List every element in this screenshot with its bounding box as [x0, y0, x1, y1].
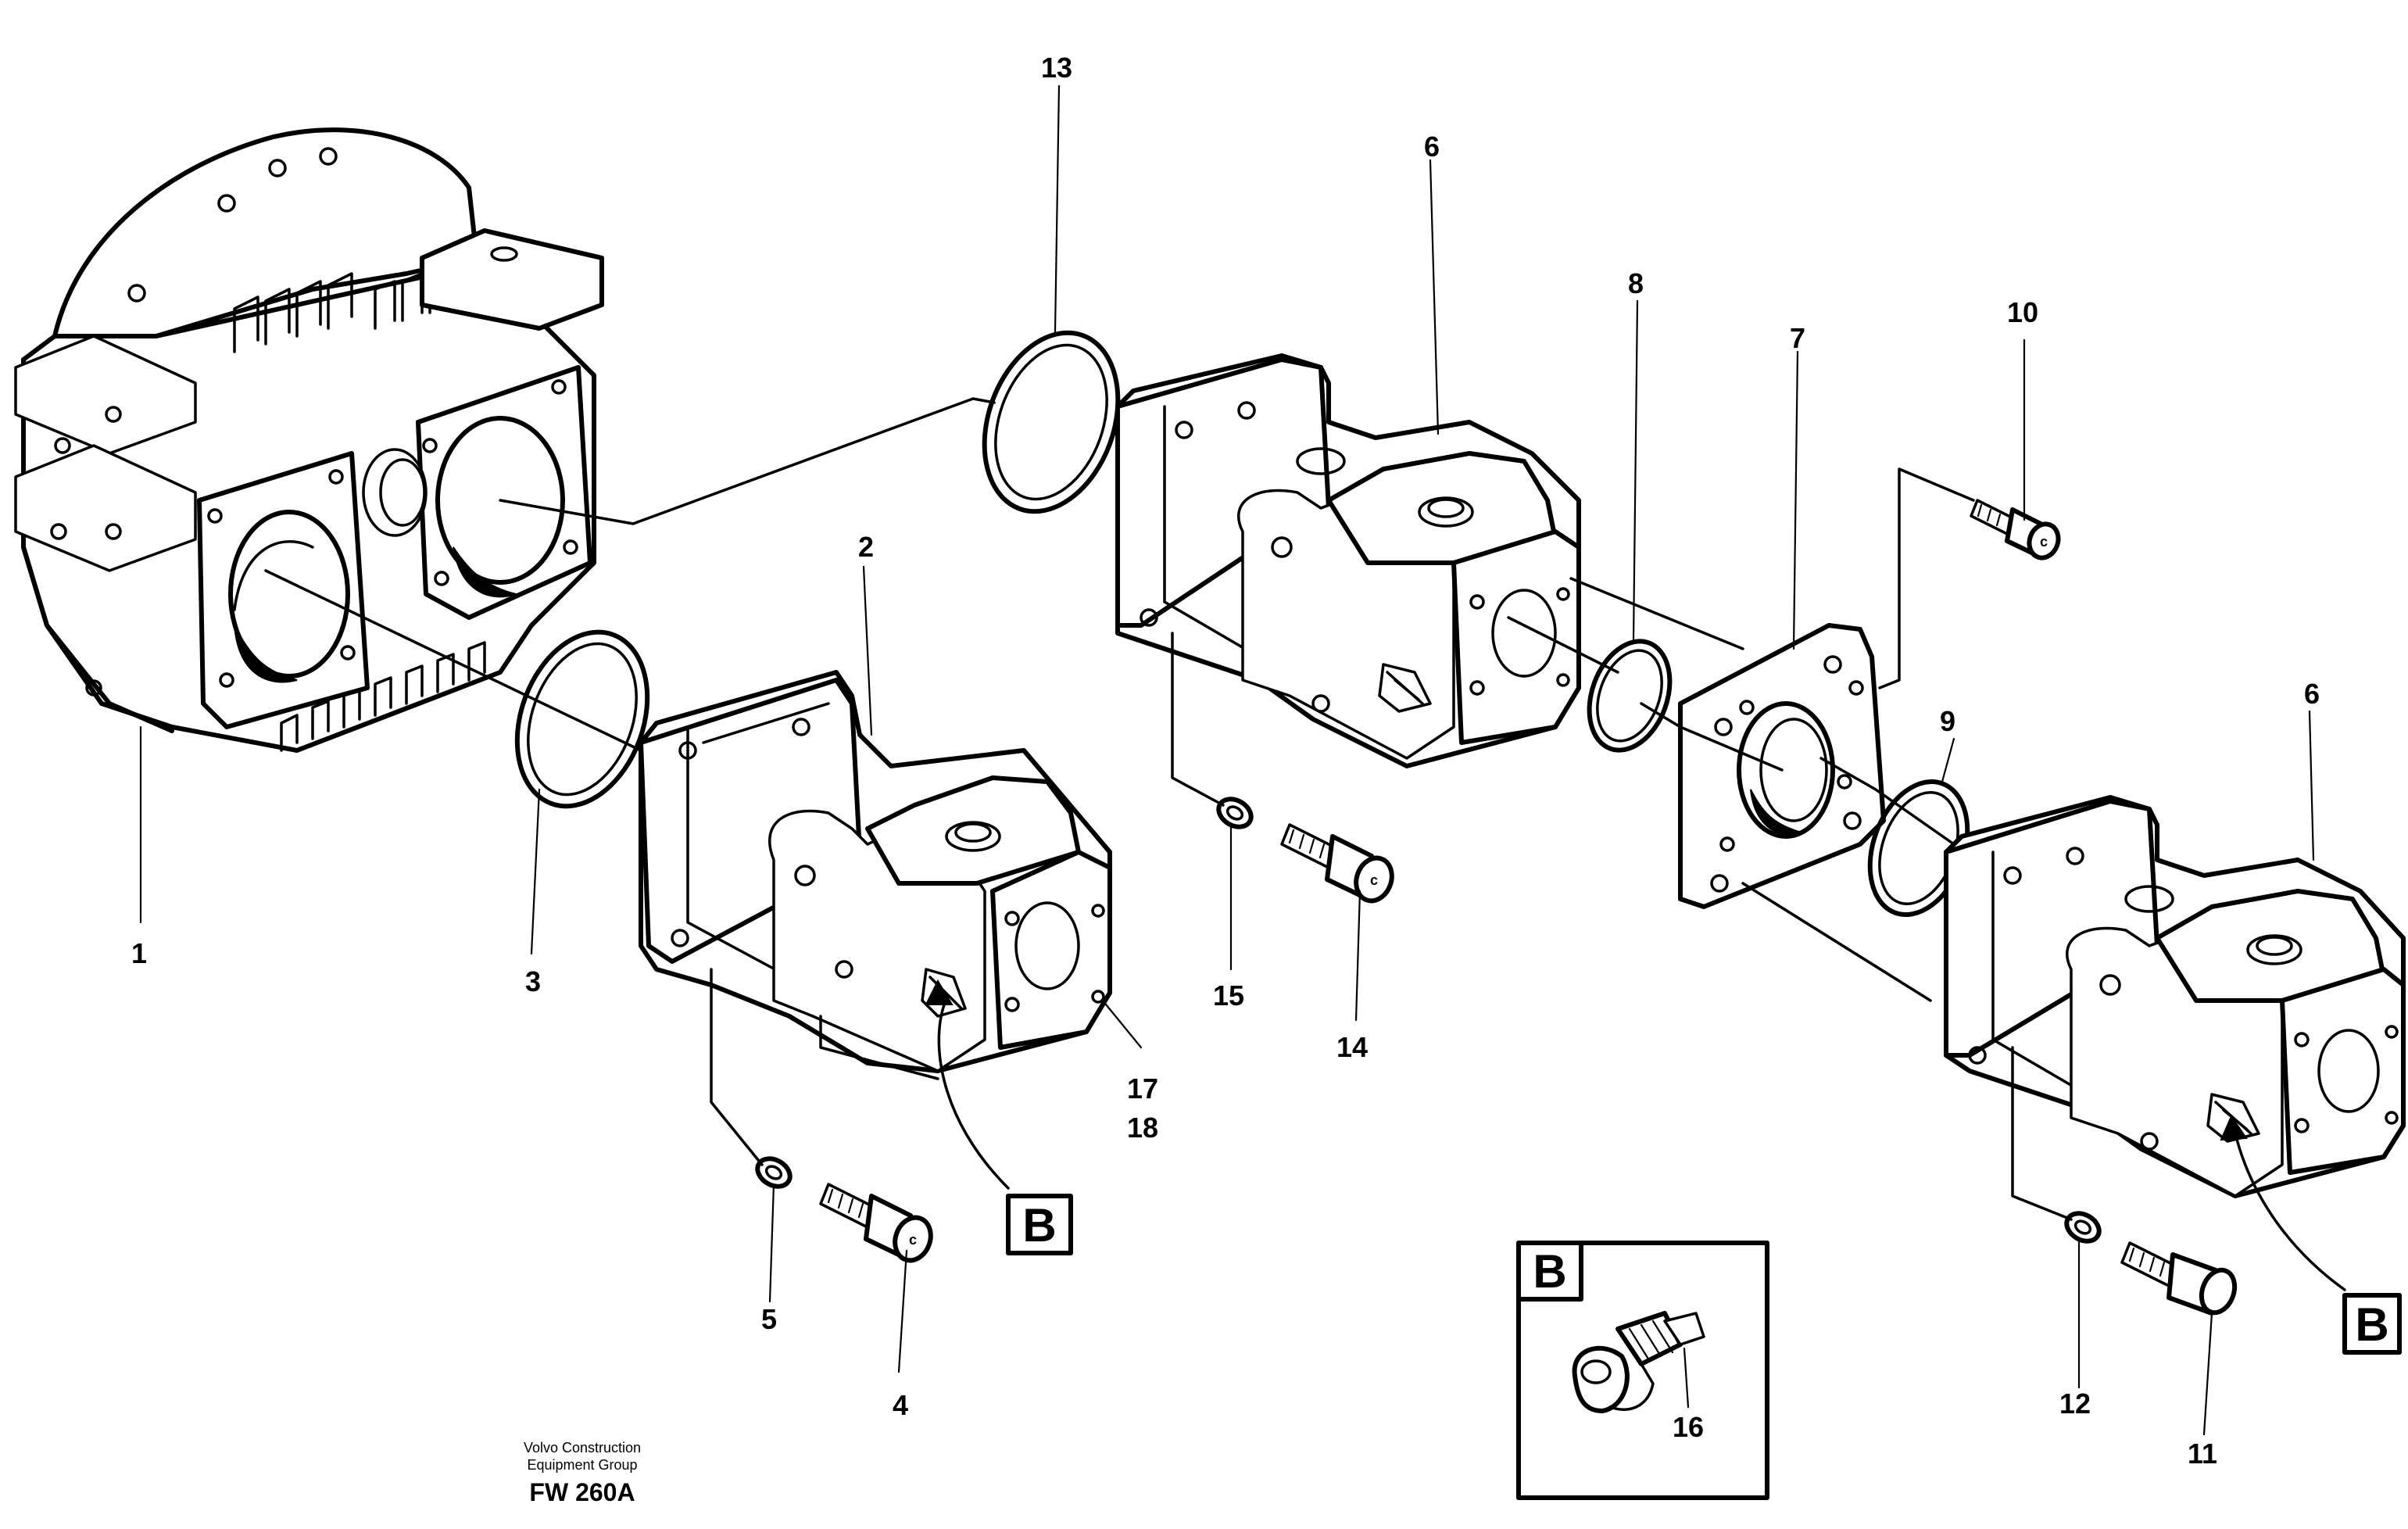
part-15-washer	[1216, 797, 1254, 829]
callout-6-upper: 6	[1424, 131, 1440, 163]
part-7-adapter-plate	[1678, 623, 1886, 909]
svg-text:c: c	[2040, 534, 2048, 550]
detail-ref-label-2: B	[2355, 1298, 2388, 1351]
detail-ref-box-2: B	[2342, 1293, 2402, 1355]
detail-b-inset: B	[1516, 1241, 1769, 1500]
part-6-hydraulic-pump-lower	[1944, 795, 2406, 1198]
part-13-o-ring	[982, 330, 1121, 514]
callout-7: 7	[1790, 322, 1805, 354]
part-5-washer	[755, 1156, 793, 1189]
callout-8: 8	[1628, 267, 1644, 299]
part-12-washer	[2064, 1211, 2102, 1244]
footer-company-line-1: Volvo Construction	[524, 1440, 641, 1456]
callout-13: 13	[1041, 52, 1072, 84]
part-1-gear-housing	[14, 127, 604, 753]
part-11-hex-bolt	[2120, 1241, 2238, 1316]
part-8-o-ring	[1587, 639, 1673, 753]
part-2-hydraulic-pump	[639, 670, 1112, 1080]
callout-2: 2	[858, 531, 874, 563]
callout-17: 17	[1127, 1072, 1158, 1105]
callout-4: 4	[893, 1389, 908, 1421]
callout-numbers: 1 2 3 4 5 6 6 7 8 9 10 11 12 13 14 15 16…	[131, 52, 2320, 1470]
callout-10: 10	[2007, 296, 2038, 328]
svg-text:c: c	[909, 1232, 917, 1248]
footer-figure-code: FW 260A	[529, 1478, 635, 1506]
part-6-hydraulic-pump-upper	[1115, 353, 1581, 768]
detail-ref-label-1: B	[1022, 1199, 1056, 1251]
assembly-lines	[264, 397, 2073, 1221]
callout-15: 15	[1213, 979, 1244, 1012]
callout-5: 5	[761, 1303, 777, 1335]
publisher-footer: Volvo Construction Equipment Group FW 26…	[524, 1440, 641, 1506]
callout-leaders	[139, 84, 2346, 1436]
callout-16: 16	[1673, 1411, 1704, 1443]
callout-3: 3	[525, 965, 541, 997]
detail-inset-label: B	[1533, 1245, 1566, 1298]
part-16-fitting	[1572, 1311, 1705, 1413]
callout-6-lower: 6	[2304, 678, 2320, 710]
svg-text:c: c	[1370, 872, 1378, 888]
part-14-socket-screw: c	[1280, 823, 1394, 904]
detail-ref-box-1: B	[1006, 1194, 1073, 1255]
part-10-socket-screw: c	[1970, 499, 2061, 560]
callout-12: 12	[2059, 1388, 2091, 1420]
callout-14: 14	[1336, 1031, 1368, 1063]
footer-company-line-2: Equipment Group	[527, 1457, 637, 1473]
callout-1: 1	[131, 937, 147, 969]
callout-11: 11	[2188, 1438, 2217, 1470]
callout-9: 9	[1940, 705, 1955, 737]
part-3-o-ring	[514, 629, 650, 809]
part-4-socket-screw: c	[819, 1183, 933, 1263]
callout-18: 18	[1127, 1112, 1158, 1144]
